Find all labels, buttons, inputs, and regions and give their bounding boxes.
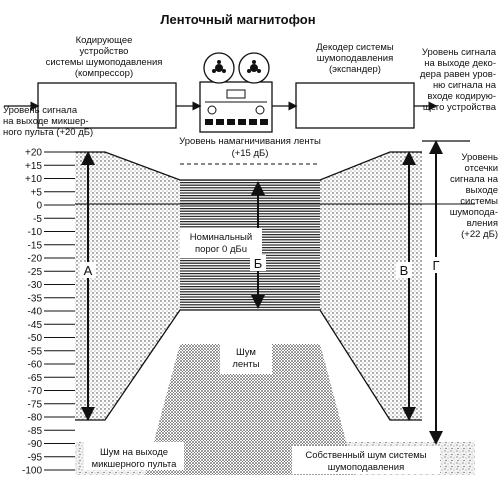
scale-tick-label: -35 — [28, 293, 43, 304]
system-noise-line: шумоподавления — [328, 462, 404, 473]
output-level-line: Уровень сигнала — [422, 47, 497, 58]
scale-tick-label: -70 — [28, 386, 43, 397]
clip-level-line: вления — [467, 218, 498, 229]
clip-level-line: сигнала на — [450, 174, 499, 185]
scale-tick-label: -65 — [28, 373, 43, 384]
db-scale: +20 +15 +10 +5 0 -5 -10 -15 -20 -25 -30 -35 -40 -45 -5… — [22, 148, 75, 477]
scale-tick-label: +10 — [25, 174, 42, 185]
mixer-noise-bg — [84, 442, 184, 470]
encoder-line: (компрессор) — [75, 68, 133, 79]
scale-tick-label: -100 — [22, 466, 42, 477]
scale-tick-label: -95 — [28, 452, 43, 463]
scale-tick-label: +15 — [25, 161, 42, 172]
nominal-threshold-line: Номинальный — [190, 232, 252, 243]
letter-a-bg — [80, 262, 96, 278]
scale-tick-label: +20 — [25, 148, 42, 159]
encoder-line: Кодирующее — [76, 35, 133, 46]
input-level-line: ного пульта (+20 дБ) — [3, 127, 93, 138]
clip-level-line: системы — [460, 196, 498, 207]
clip-level-line: выходе — [466, 185, 498, 196]
scale-tick-label: +5 — [31, 187, 43, 198]
scale-tick-label: -60 — [28, 360, 43, 371]
region-a-envelope — [75, 152, 180, 420]
tape-noise-line: ленты — [232, 359, 259, 370]
tape-magnetization-line: (+15 дБ) — [232, 148, 269, 159]
encoder-line: системы шумоподавления — [46, 57, 163, 68]
scale-tick-label: -90 — [28, 439, 43, 450]
scale-tick-label: -30 — [28, 280, 43, 291]
scale-tick-label: 0 — [36, 201, 42, 212]
tape-magnetization-label: Уровень намагничивания ленты(+15 дБ) — [179, 136, 321, 159]
output-level-line: щего устройства — [423, 102, 497, 113]
letter-a: А — [84, 263, 93, 278]
clip-level-line: отсечки — [465, 163, 498, 174]
decoder-line: Декодер системы — [316, 42, 394, 53]
lower-envelope-line — [75, 309, 422, 421]
clip-level-line: (+22 дБ) — [461, 229, 498, 240]
diagram-title: Ленточный магнитофон — [160, 12, 315, 27]
output-level-line: входе кодирую- — [427, 91, 496, 102]
output-level-line: ню сигнала на — [433, 80, 497, 91]
tape-recorder-icon — [199, 52, 273, 133]
encoder-line: устройство — [80, 46, 129, 57]
input-level-line: Уровень сигнала — [3, 105, 78, 116]
scale-tick-label: -85 — [28, 426, 43, 437]
tape-noise-bg — [220, 342, 272, 374]
nominal-threshold-line: порог 0 дБu — [195, 244, 247, 255]
mixer-noise-line: Шум на выходе — [100, 447, 168, 458]
system-noise-line: Собственный шум системы — [305, 450, 426, 461]
letter-b-bg — [250, 255, 266, 271]
scale-tick-label: -20 — [28, 254, 43, 265]
letter-b: Б — [254, 256, 263, 271]
output-level-line: на выходе деко- — [424, 58, 496, 69]
scale-tick-label: -45 — [28, 320, 43, 331]
tape-magnetization-line: Уровень намагничивания ленты — [179, 136, 321, 147]
scale-tick-label: -55 — [28, 346, 43, 357]
scale-tick-label: -80 — [28, 413, 43, 424]
encoder-block — [37, 82, 177, 129]
decoder-line: (экспандер) — [329, 64, 381, 75]
tape-noise-line: Шум — [236, 347, 256, 358]
nominal-threshold-bg — [180, 228, 262, 258]
input-level-line: на выходе микшер- — [3, 116, 89, 127]
upper-envelope-line — [75, 151, 422, 181]
scale-tick-label: -10 — [28, 227, 43, 238]
decoder-line: шумоподавления — [317, 53, 393, 64]
clip-level-line: Уровень — [461, 152, 498, 163]
scale-tick-label: -40 — [28, 307, 43, 318]
mixer-noise-line: микшерного пульта — [92, 459, 178, 470]
system-noise-bg — [292, 446, 440, 474]
output-level-line: дера равен уров- — [420, 69, 496, 80]
clip-level-line: шумопода- — [450, 207, 498, 218]
tape-noise-region — [145, 344, 355, 475]
scale-tick-label: -50 — [28, 333, 43, 344]
letter-v-bg — [396, 262, 412, 278]
scale-tick-label: -25 — [28, 267, 43, 278]
letter-g: Г — [432, 258, 439, 273]
letter-g-bg — [428, 257, 444, 273]
region-v-envelope — [320, 152, 422, 420]
letter-v: В — [400, 263, 409, 278]
scale-tick-label: -15 — [28, 240, 43, 251]
scale-tick-label: -75 — [28, 399, 43, 410]
decoder-block — [295, 82, 415, 129]
scale-tick-label: -5 — [33, 214, 42, 225]
